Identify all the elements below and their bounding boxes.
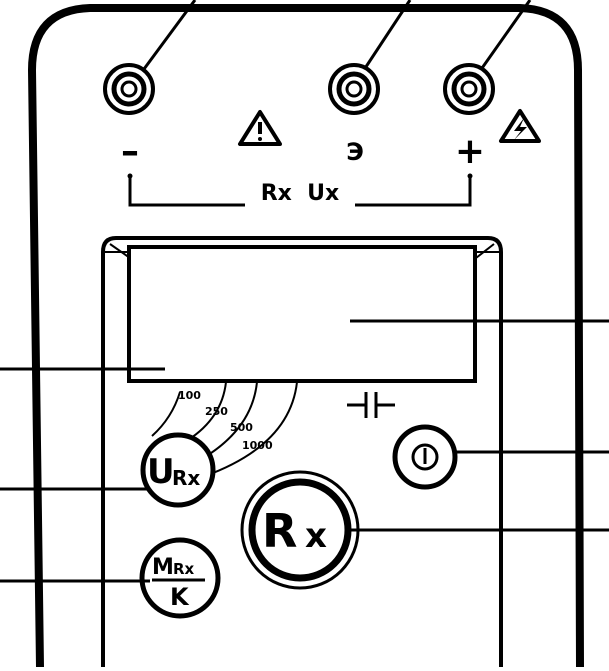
minus-terminal-label: – [121,131,139,172]
display-bezel [101,236,503,667]
terminal-plus[interactable] [443,63,495,115]
rx-button-sub-label: x [305,516,327,556]
rx-ux-label: Rx Ux [261,181,340,206]
voltage-scale-250: 250 [205,405,228,418]
urx-button[interactable] [140,432,216,508]
device-body-outline [27,3,584,668]
power-icon [411,443,439,471]
high-voltage-triangle-icon [499,109,541,143]
plus-terminal-label: + [455,131,485,172]
mrx-k-button[interactable] [139,537,221,619]
voltage-scale-100: 100 [178,389,201,402]
terminal-minus[interactable] [103,63,155,115]
mrx-button-top-main-label: M [152,555,174,580]
lcd-screen [127,245,477,383]
ground-terminal-label: Э [346,138,364,166]
urx-button-main-label: U [147,452,175,492]
voltage-scale-1000: 1000 [242,439,273,452]
voltage-scale-500: 500 [230,421,253,434]
mrx-button-bottom-label: K [170,583,190,611]
warning-triangle-icon [238,110,282,146]
capacitor-icon [347,392,395,418]
terminal-ground[interactable] [328,63,380,115]
rx-button-main-label: R [262,504,297,558]
mrx-button-top-sub-label: Rx [173,560,195,578]
urx-button-sub-label: Rx [172,466,200,490]
